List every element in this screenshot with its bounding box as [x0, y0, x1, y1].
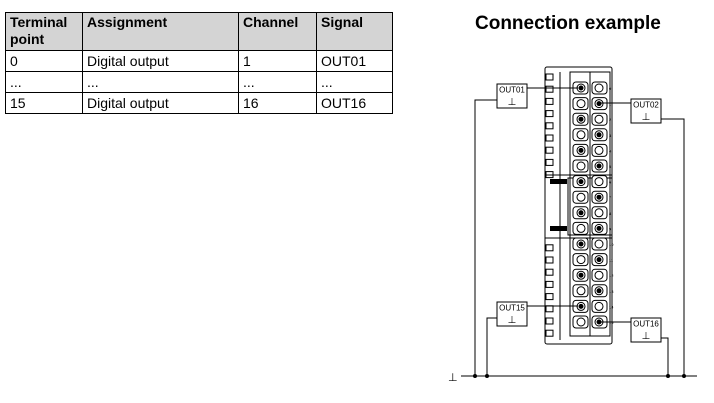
terminal-2: 2 — [572, 112, 612, 126]
terminal-number: 0 — [609, 86, 612, 91]
header-assignment: Assignment — [82, 12, 239, 51]
table-row: 15 Digital output 16 OUT16 — [5, 92, 393, 114]
housing-notch — [545, 256, 554, 264]
ground-bus-symbol: ⊥ — [448, 372, 458, 384]
terminal-4: 4 — [572, 143, 612, 157]
wire-junctions — [473, 374, 686, 378]
housing-notch — [545, 134, 554, 142]
housing-notch — [545, 329, 554, 337]
housing-notch — [545, 73, 554, 81]
cell-signal: OUT01 — [316, 50, 393, 72]
terminal-1: 1 — [572, 97, 612, 111]
housing-notch — [545, 268, 554, 276]
housing-notch — [545, 110, 554, 118]
terminal-number: 4 — [609, 148, 612, 153]
module-latch-top — [550, 179, 567, 184]
table-row: 0 Digital output 1 OUT01 — [5, 50, 393, 72]
cell-signal: ... — [316, 71, 393, 93]
terminal-number: 1 — [609, 102, 612, 107]
housing-notch — [545, 97, 554, 105]
terminal-11: 11 — [572, 253, 614, 267]
table-row: ... ... ... ... — [5, 71, 393, 93]
ground-symbol: ⊥ — [642, 331, 651, 342]
terminal-3: 3 — [572, 128, 612, 142]
out01-label: OUT01 — [499, 86, 525, 95]
diagram-title: Connection example — [475, 13, 661, 34]
ground-symbol: ⊥ — [508, 315, 517, 326]
terminal-number: 12 — [609, 273, 614, 278]
terminal-number: 8 — [609, 211, 612, 216]
module-left-notches — [545, 73, 554, 337]
terminal-9: 9 — [572, 221, 612, 235]
out15-load: OUT15 ⊥ — [496, 301, 528, 327]
terminal-number: 11 — [609, 258, 614, 263]
terminal-number: 14 — [609, 304, 614, 309]
terminal-15: 15 — [572, 315, 614, 329]
cell-terminal: 15 — [5, 92, 83, 114]
header-signal: Signal — [316, 12, 393, 51]
cell-signal: OUT16 — [316, 92, 393, 114]
housing-notch — [545, 85, 554, 93]
housing-notch — [545, 146, 554, 154]
ground-symbol: ⊥ — [508, 97, 517, 108]
out16-load: OUT16 ⊥ — [630, 317, 662, 343]
terminal-number: 3 — [609, 133, 612, 138]
terminal-number: 13 — [609, 289, 614, 294]
out02-load: OUT02 ⊥ — [630, 98, 662, 124]
housing-notch — [545, 244, 554, 252]
terminal-number: 5 — [609, 164, 612, 169]
terminal-number: 9 — [609, 226, 612, 231]
out16-label: OUT16 — [633, 320, 659, 329]
terminal-number: 6 — [609, 180, 612, 185]
housing-notch — [545, 280, 554, 288]
housing-notch — [545, 171, 554, 179]
terminal-number: 10 — [609, 242, 614, 247]
terminal-7: 7 — [572, 190, 612, 204]
terminal-number: 2 — [609, 117, 612, 122]
terminal-6: 6 — [572, 175, 612, 189]
out15-label: OUT15 — [499, 304, 525, 313]
housing-notch — [545, 305, 554, 313]
terminal-14: 14 — [572, 299, 614, 313]
module-latch-bottom — [550, 226, 567, 231]
out02-label: OUT02 — [633, 101, 659, 110]
out01-load: OUT01 ⊥ — [496, 83, 528, 109]
terminal-5: 5 — [572, 159, 612, 173]
cell-assignment: Digital output — [82, 92, 239, 114]
wiring — [461, 87, 697, 377]
cell-assignment: Digital output — [82, 50, 239, 72]
terminal-number: 7 — [609, 195, 612, 200]
ground-symbol: ⊥ — [642, 112, 651, 123]
housing-notch — [545, 317, 554, 325]
terminal-12: 12 — [572, 268, 614, 282]
terminal-0: 0 — [572, 81, 612, 95]
terminal-13: 13 — [572, 284, 614, 298]
housing-notch — [545, 158, 554, 166]
housing-notch — [545, 293, 554, 301]
header-channel: Channel — [238, 12, 317, 51]
terminal-8: 8 — [572, 206, 612, 220]
terminal-10: 10 — [572, 237, 614, 251]
housing-notch — [545, 122, 554, 130]
